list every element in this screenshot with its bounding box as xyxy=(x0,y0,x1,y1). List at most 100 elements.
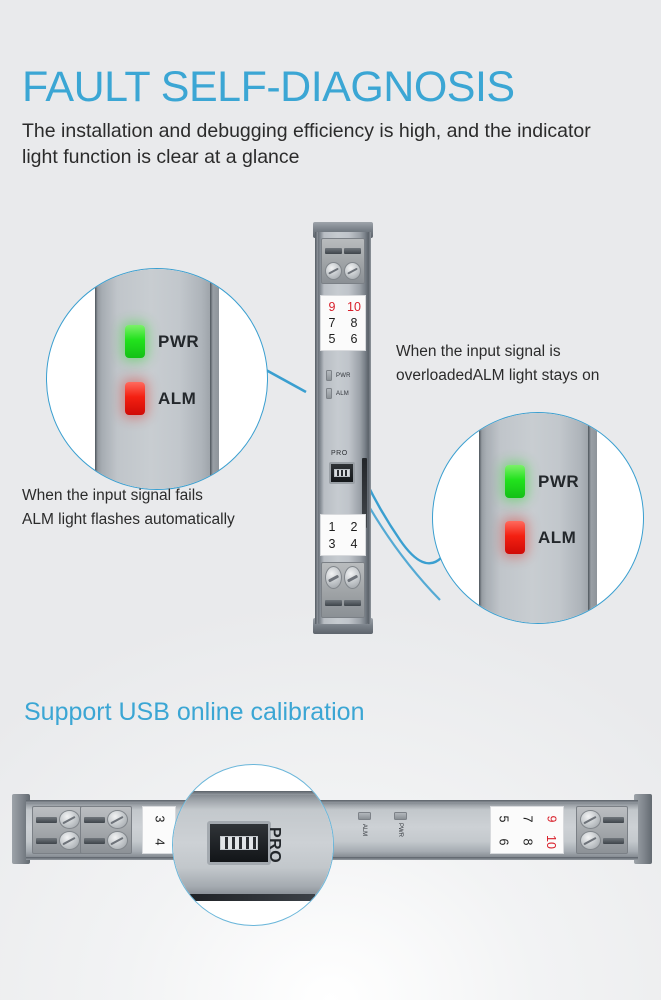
pwr-led-icon xyxy=(393,812,407,820)
magnified-pwr-row: PWR xyxy=(505,465,579,498)
alm-led-label: ALM xyxy=(158,388,197,408)
terminal-number: 5 xyxy=(495,815,510,822)
module-left-edge xyxy=(315,232,318,624)
magnified-module-body xyxy=(479,413,597,623)
magnified-module-left-stripe xyxy=(479,413,483,623)
caption-left-line2: ALM light flashes automatically xyxy=(22,511,235,529)
page-header: FAULT SELF-DIAGNOSIS The installation an… xyxy=(22,66,642,170)
terminal-screw xyxy=(59,810,80,829)
terminal-slot xyxy=(603,837,624,844)
magnified-module-top-edge xyxy=(173,791,333,795)
left-terminal-number-label: 3 4 xyxy=(142,806,176,854)
terminal-slot xyxy=(36,816,57,823)
terminal-screw xyxy=(344,566,361,589)
terminal-screw xyxy=(325,566,342,589)
terminal-slot xyxy=(84,837,105,844)
usb-port-label: PRO xyxy=(331,450,348,457)
magnified-alm-row: ALM xyxy=(505,521,576,554)
alm-led-label: ALM xyxy=(361,823,368,837)
magnified-module-left-stripe xyxy=(95,269,99,489)
bottom-terminal-block xyxy=(321,562,365,618)
caption-left-line1: When the input signal fails xyxy=(22,487,203,504)
caption-right-line1: When the input signal is xyxy=(396,343,561,360)
section-usb-calibration-title: Support USB online calibration xyxy=(24,698,365,726)
pwr-led-label: PWR xyxy=(397,823,403,837)
pwr-led-group: PWR xyxy=(393,812,407,837)
magnified-mini-usb-port-icon xyxy=(207,821,271,865)
magnified-pwr-row: PWR xyxy=(125,325,199,358)
magnifier-right-overload-indicator: PWR ALM xyxy=(432,412,644,624)
magnified-vent-slot xyxy=(189,894,315,901)
magnifier-right-content: PWR ALM xyxy=(433,413,643,623)
terminal-screw xyxy=(59,831,80,850)
pwr-led-icon xyxy=(326,370,332,381)
alm-led-red-icon xyxy=(125,382,145,415)
terminal-slot xyxy=(36,837,57,844)
terminal-number: 2 xyxy=(350,519,358,534)
left-terminal-block-outer xyxy=(32,806,84,854)
terminal-slot xyxy=(344,248,361,254)
pwr-led-label: PWR xyxy=(538,471,580,491)
terminal-slot xyxy=(325,248,342,254)
module-vent-slot xyxy=(362,458,367,528)
magnified-module-right-stripe xyxy=(588,413,592,623)
vertical-signal-isolator-module: 9 10 7 8 5 6 PWR ALM PRO 1 2 3 4 xyxy=(307,222,379,634)
terminal-number: 3 xyxy=(328,536,336,551)
magnified-module-right-stripe xyxy=(209,269,213,489)
terminal-number: 7 xyxy=(519,815,534,822)
terminal-number: 8 xyxy=(519,838,534,845)
module-right-edge xyxy=(368,232,371,624)
magnifier-left-fault-indicator: PWR ALM xyxy=(46,268,268,490)
alm-led-group: ALM xyxy=(358,812,371,837)
left-terminal-block-inner xyxy=(80,806,132,854)
terminal-screw xyxy=(107,831,128,850)
module-right-rail xyxy=(634,794,652,864)
alm-led-label: ALM xyxy=(336,390,349,397)
terminal-number: 9 xyxy=(328,300,336,314)
module-led-group: PWR ALM xyxy=(326,370,370,406)
magnified-module-body xyxy=(95,269,219,489)
top-terminal-block xyxy=(321,238,365,284)
terminal-number: 5 xyxy=(328,332,336,346)
terminal-number: 4 xyxy=(350,536,358,551)
pwr-led-green-icon xyxy=(505,465,525,498)
caption-left: When the input signal fails ALM light fl… xyxy=(22,484,235,532)
terminal-screw xyxy=(580,831,601,850)
terminal-slot xyxy=(344,599,361,606)
right-terminal-number-label: 5 7 9 6 8 10 xyxy=(490,806,564,854)
terminal-slot xyxy=(325,599,342,606)
caption-right-line2: overloadedALM light stays on xyxy=(396,367,600,385)
terminal-number: 8 xyxy=(350,316,358,330)
terminal-number: 3 xyxy=(151,815,166,822)
terminal-number: 10 xyxy=(347,300,361,314)
pwr-led-green-icon xyxy=(125,325,145,358)
page-title: FAULT SELF-DIAGNOSIS xyxy=(22,63,515,111)
terminal-screw xyxy=(325,262,342,280)
terminal-screw xyxy=(107,810,128,829)
alm-led-icon xyxy=(358,812,371,820)
terminal-number: 10 xyxy=(544,834,558,849)
terminal-number: 7 xyxy=(328,316,336,330)
module-led-group: ALM PWR xyxy=(358,812,407,837)
pointer-line-left xyxy=(265,368,307,394)
terminal-number: 9 xyxy=(543,815,558,822)
terminal-number: 1 xyxy=(328,519,336,534)
caption-right: When the input signal is overloadedALM l… xyxy=(396,340,651,388)
pwr-led-label: PWR xyxy=(336,372,351,379)
bottom-terminal-number-label: 1 2 3 4 xyxy=(320,514,366,556)
magnifier-left-content: PWR ALM xyxy=(47,269,267,489)
pwr-led-label: PWR xyxy=(158,331,200,351)
mini-usb-port-icon xyxy=(329,462,355,484)
terminal-number: 6 xyxy=(350,332,358,346)
terminal-slot xyxy=(603,816,624,823)
alm-led-label: ALM xyxy=(538,527,577,547)
pwr-led-row: PWR xyxy=(326,370,370,381)
terminal-number: 4 xyxy=(151,838,166,845)
usb-pins xyxy=(220,836,258,850)
terminal-number: 6 xyxy=(495,838,510,845)
page-subtitle: The installation and debugging efficienc… xyxy=(22,120,591,168)
magnified-alm-row: ALM xyxy=(125,382,196,415)
module-left-rail xyxy=(12,794,30,864)
magnified-usb-port-label: PRO xyxy=(266,827,283,864)
alm-led-red-icon xyxy=(505,521,525,554)
